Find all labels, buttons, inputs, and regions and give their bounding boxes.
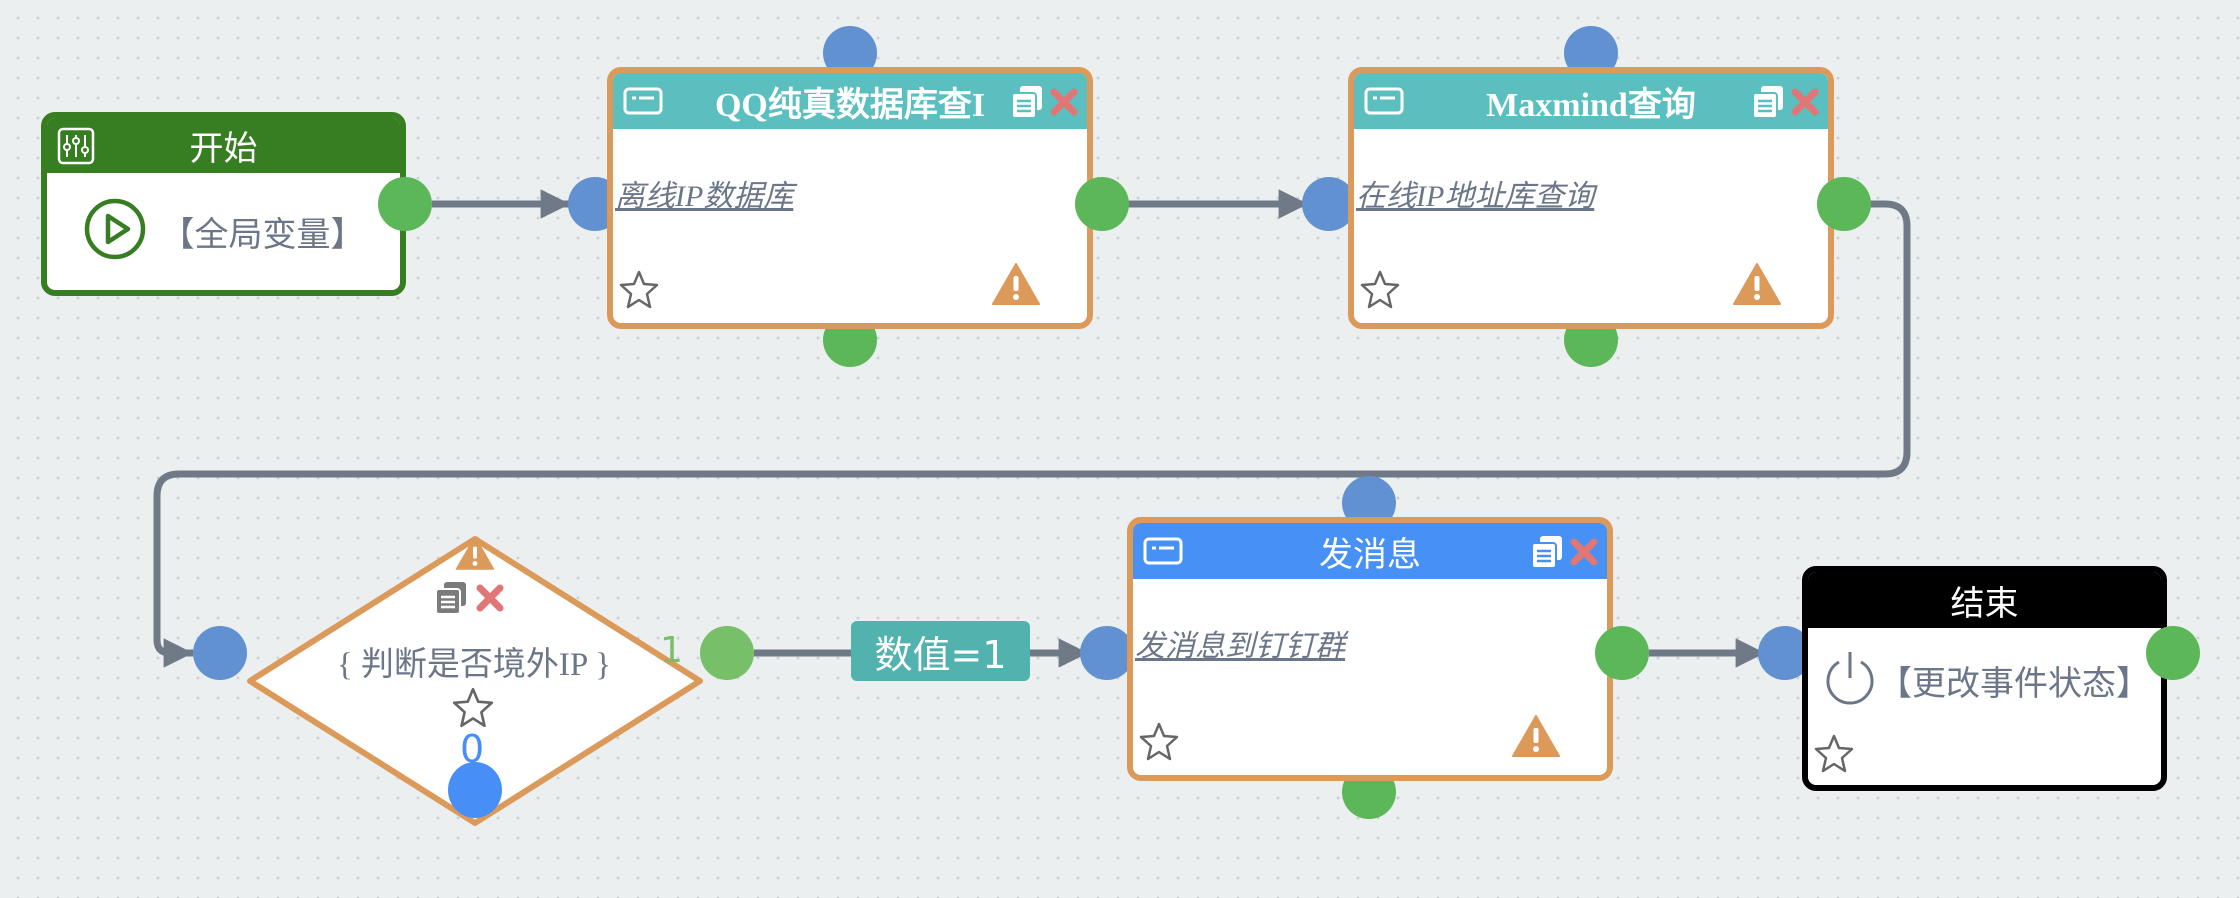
edge-maxmind-to-decision[interactable] [153, 200, 1911, 668]
star-icon[interactable] [1137, 720, 1181, 769]
end-node-body-text[interactable]: 【更改事件状态】 [1878, 666, 2150, 703]
warning-icon[interactable] [1732, 262, 1782, 311]
task-node-description[interactable]: 发消息到钉钉群 [1135, 630, 1345, 663]
task-node-description[interactable]: 在线IP地址库查询 [1356, 180, 1595, 213]
task-node-header: Maxmind查询 [1354, 73, 1828, 129]
window-icon [1143, 537, 1183, 570]
decision-false-connector[interactable] [448, 762, 502, 818]
delete-icon[interactable] [1569, 537, 1599, 572]
end-node-header: 结束 [1808, 572, 2161, 628]
window-icon [1364, 87, 1404, 120]
decision-condition-text[interactable]: { 判断是否境外IP } [336, 647, 612, 683]
task-node-title: Maxmind查询 [1486, 86, 1696, 124]
message-output-connector[interactable] [1595, 626, 1649, 680]
play-circle-icon[interactable] [83, 197, 147, 266]
star-icon[interactable] [1812, 732, 1856, 781]
star-icon[interactable] [617, 268, 661, 317]
delete-icon[interactable] [1049, 87, 1079, 122]
edge-condition-label[interactable]: 数值=1 [851, 621, 1030, 681]
warning-icon[interactable] [991, 262, 1041, 311]
copy-icon[interactable] [1531, 535, 1563, 574]
task-node-header: 发消息 [1133, 523, 1607, 579]
end-node-title: 结束 [1950, 585, 2019, 623]
end-output-connector[interactable] [2146, 626, 2200, 680]
task-node-title: QQ纯真数据库查I [714, 86, 986, 124]
decision-input-connector[interactable] [193, 626, 247, 680]
window-icon [623, 87, 663, 120]
power-icon[interactable] [1822, 648, 1878, 713]
task-node-qq[interactable]: QQ纯真数据库查I 离线IP数据库 [607, 67, 1093, 329]
task-node-message[interactable]: 发消息 发消息到钉钉群 [1127, 517, 1613, 781]
task-node-description[interactable]: 离线IP数据库 [615, 180, 794, 213]
start-node-header: 开始 [47, 118, 400, 173]
star-icon[interactable] [450, 685, 496, 736]
start-node[interactable]: 开始 【全局变量】 [41, 112, 406, 296]
end-node[interactable]: 结束 【更改事件状态】 [1802, 566, 2167, 791]
task-node-header: QQ纯真数据库查I [613, 73, 1087, 129]
start-node-title: 开始 [189, 131, 258, 168]
start-output-connector[interactable] [378, 177, 432, 231]
copy-icon[interactable] [1011, 85, 1043, 124]
maxmind-input-connector[interactable] [1302, 177, 1356, 231]
message-input-connector[interactable] [1080, 626, 1134, 680]
decision-true-label: 1 [660, 630, 683, 671]
task-node-title: 发消息 [1319, 536, 1421, 574]
star-icon[interactable] [1358, 268, 1402, 317]
qq-output-connector[interactable] [1075, 177, 1129, 231]
warning-icon[interactable] [1511, 714, 1561, 763]
delete-icon[interactable] [1790, 87, 1820, 122]
copy-icon[interactable] [1752, 85, 1784, 124]
start-node-body-text[interactable]: 【全局变量】 [160, 217, 365, 254]
delete-icon[interactable] [475, 583, 505, 618]
warning-icon[interactable] [455, 535, 495, 576]
decision-diamond-shape [247, 536, 703, 826]
task-node-maxmind[interactable]: Maxmind查询 在线IP地址库查询 [1348, 67, 1834, 329]
maxmind-output-connector[interactable] [1817, 177, 1871, 231]
decision-true-connector[interactable] [700, 626, 754, 680]
copy-icon[interactable] [435, 581, 467, 620]
sliders-icon [57, 127, 95, 170]
start-node-body: 【全局变量】 [47, 173, 400, 290]
decision-node[interactable]: { 判断是否境外IP } 1 0 [244, 535, 704, 827]
